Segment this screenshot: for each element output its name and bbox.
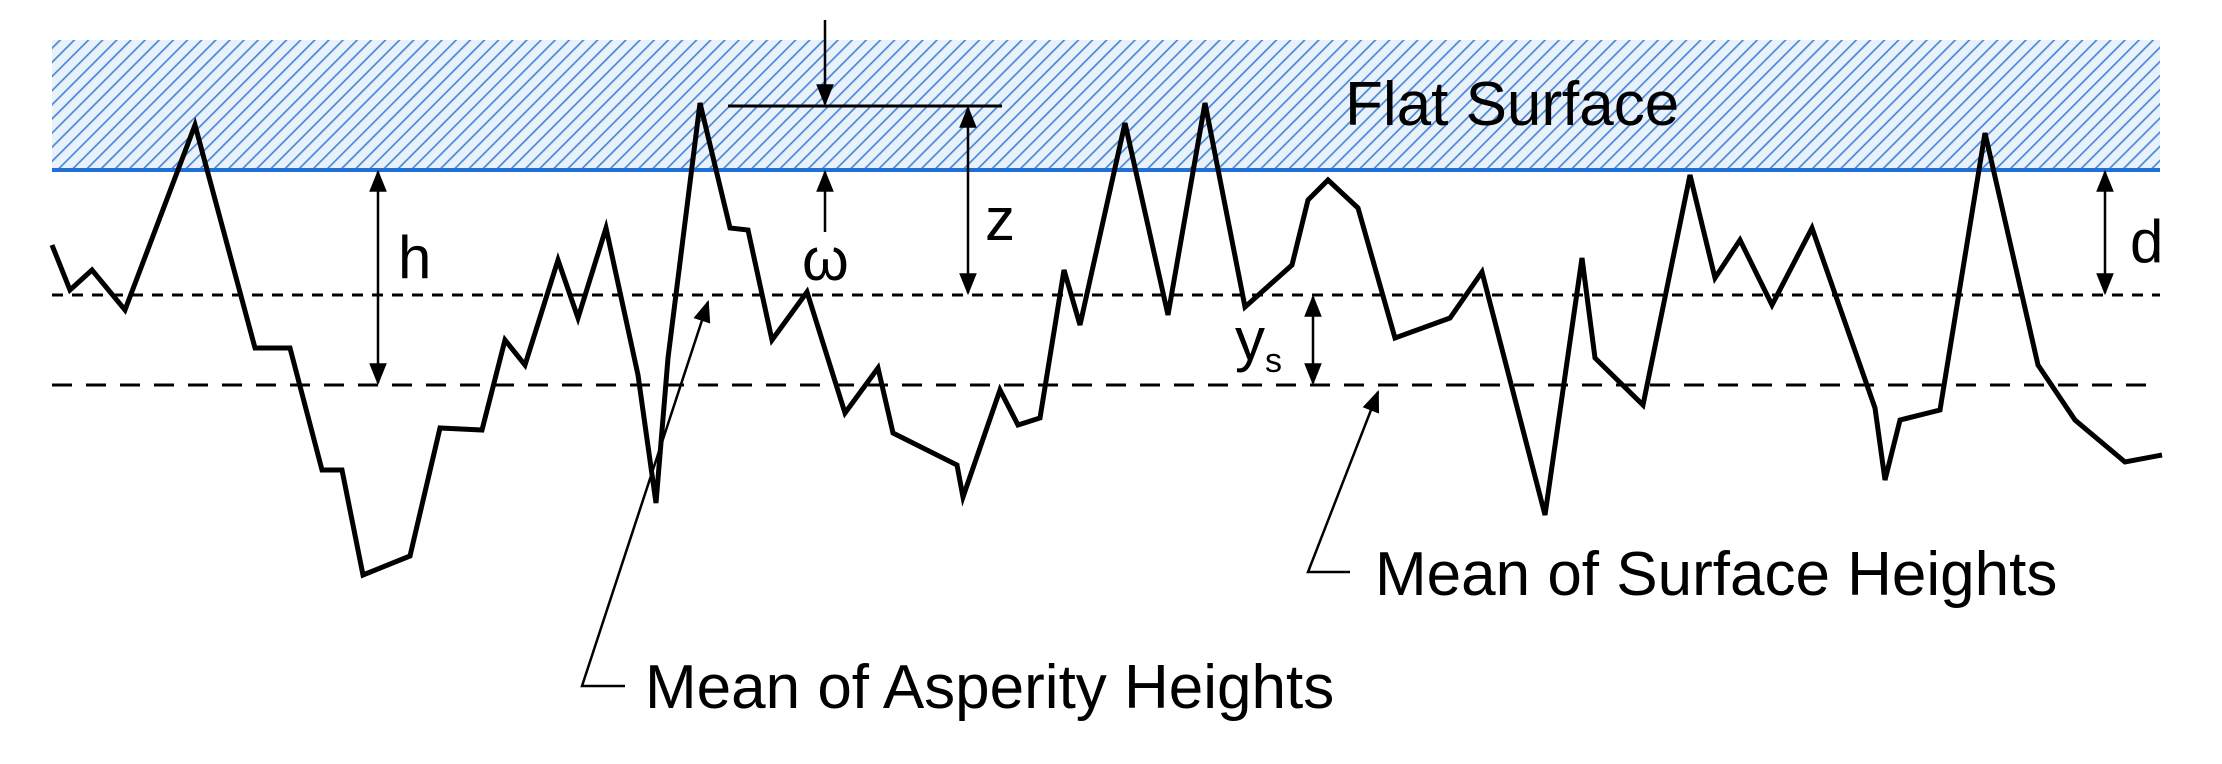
mean-asperity-leader-line <box>580 299 711 688</box>
z-label: z <box>985 186 1015 253</box>
rough-surface-profile <box>49 102 2163 579</box>
mean-asperity-heights-label: Mean of Asperity Heights <box>645 653 1334 722</box>
mean-surface-leader-line <box>1306 389 1380 574</box>
flat-surface-hatch <box>52 40 2160 170</box>
d-label: d <box>2130 208 2163 275</box>
mean-surface-heights-label: Mean of Surface Heights <box>1375 540 2057 609</box>
ys-label: ys <box>1235 306 1282 380</box>
flat-surface-label: Flat Surface <box>1345 70 1679 139</box>
h-label: h <box>398 224 431 291</box>
omega-label: ω <box>802 226 849 293</box>
